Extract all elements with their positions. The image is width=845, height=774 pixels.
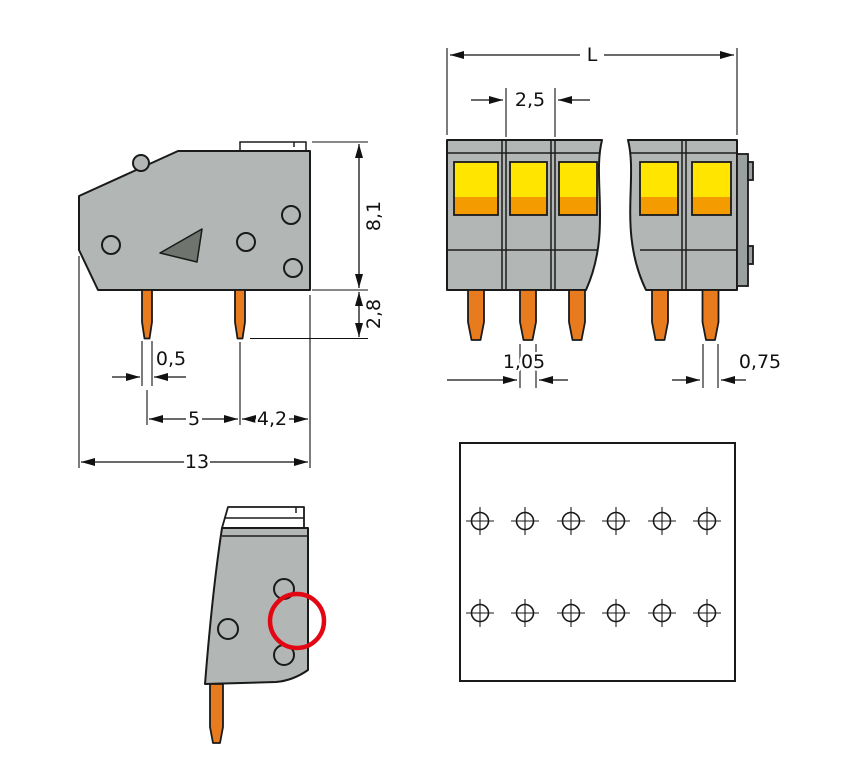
solder-pin bbox=[209, 683, 224, 744]
end-plate-profile bbox=[736, 153, 754, 287]
housing-hole bbox=[236, 232, 256, 252]
housing-hole bbox=[101, 235, 121, 255]
push-lever bbox=[691, 161, 732, 216]
actuation-slot bbox=[159, 228, 203, 263]
housing-hole bbox=[283, 258, 303, 278]
side-view: 8,1 2,8 0,5 5 4,2 13 bbox=[78, 141, 388, 476]
dim-edge-distance: 4,2 bbox=[257, 408, 287, 430]
push-lever bbox=[558, 161, 598, 216]
front-view: L 2,5 1,05 0,75 bbox=[446, 42, 784, 388]
front-view-pins bbox=[467, 289, 720, 341]
dim-total-width: 13 bbox=[185, 451, 209, 473]
dim-pin-width-front: 1,05 bbox=[503, 351, 545, 373]
top-tab-outline bbox=[239, 141, 307, 151]
highlight-circle bbox=[267, 591, 327, 651]
front-view-right-details bbox=[629, 141, 736, 289]
detail-view bbox=[204, 506, 327, 744]
side-view-housing bbox=[78, 150, 311, 291]
solder-pin bbox=[519, 289, 537, 341]
solder-pin bbox=[568, 289, 586, 341]
housing-hole bbox=[217, 618, 239, 640]
solder-pin bbox=[141, 289, 153, 340]
housing-hole bbox=[132, 154, 150, 172]
solder-pin bbox=[234, 289, 246, 340]
drilling-plan-outline bbox=[459, 442, 736, 682]
dim-pole-pitch: 2,5 bbox=[515, 89, 545, 111]
dim-pin-pitch: 5 bbox=[188, 408, 200, 430]
housing-hole bbox=[281, 205, 301, 225]
solder-pin bbox=[701, 289, 720, 341]
push-lever bbox=[509, 161, 548, 216]
push-lever bbox=[453, 161, 499, 216]
dim-body-height: 8,1 bbox=[363, 201, 385, 231]
front-view-dimensions: L 2,5 1,05 0,75 bbox=[446, 42, 784, 388]
push-lever bbox=[639, 161, 679, 216]
solder-pin bbox=[467, 289, 485, 341]
dim-pin-depth: 0,75 bbox=[739, 351, 781, 373]
front-view-left-details bbox=[448, 141, 601, 289]
side-view-dimensions: 8,1 2,8 0,5 5 4,2 13 bbox=[78, 141, 388, 476]
drilling-plan bbox=[459, 442, 736, 682]
dim-pin-width: 0,5 bbox=[156, 348, 186, 370]
dim-pin-length: 2,8 bbox=[363, 299, 385, 329]
side-view-pins bbox=[141, 289, 246, 340]
solder-pin bbox=[651, 289, 669, 341]
dim-total-length: L bbox=[587, 44, 598, 66]
